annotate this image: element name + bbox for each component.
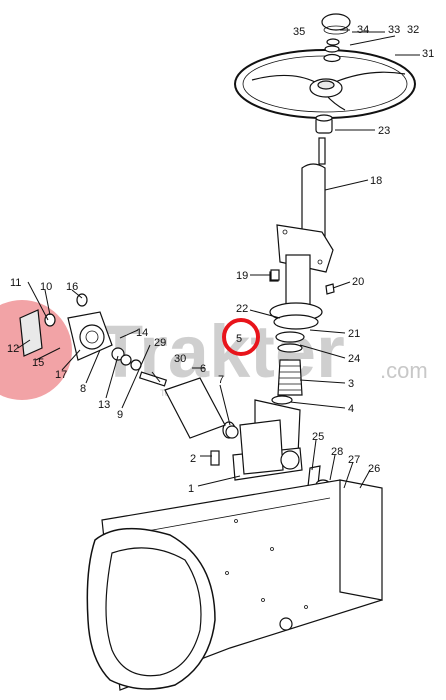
callout-12: 12	[7, 343, 19, 355]
callout-labels: 1 2 3 4 5 6 7 8 9 10 11 12 13 14 15 16 1…	[7, 24, 434, 495]
watermark-suffix: .com	[380, 358, 428, 383]
callout-11: 11	[10, 277, 21, 289]
leader-lines	[17, 29, 420, 489]
callout-8: 8	[80, 383, 86, 395]
callout-26: 26	[368, 463, 380, 475]
callout-31: 31	[422, 48, 434, 60]
highlight-ring	[222, 318, 260, 356]
callout-4: 4	[348, 403, 354, 415]
callout-13: 13	[98, 399, 110, 411]
callout-2: 2	[190, 453, 196, 465]
callout-16: 16	[66, 281, 78, 293]
callout-5: 5	[236, 333, 242, 345]
callout-30: 30	[174, 353, 186, 365]
callout-10: 10	[40, 281, 52, 293]
callout-17: 17	[55, 369, 67, 381]
callout-29: 29	[154, 337, 166, 349]
steering-column	[269, 114, 335, 314]
callout-32: 32	[407, 24, 419, 36]
steering-wheel	[234, 13, 416, 119]
callout-27: 27	[348, 454, 360, 466]
callout-15: 15	[32, 357, 44, 369]
callout-33: 33	[388, 24, 400, 36]
callout-35: 35	[293, 26, 305, 38]
watermark: Trakter .com Tegtalan	[0, 300, 428, 400]
callout-34: 34	[357, 24, 369, 36]
gear-stack	[269, 302, 323, 405]
callout-7: 7	[218, 374, 224, 386]
callout-14: 14	[136, 327, 148, 339]
callout-3: 3	[348, 378, 354, 390]
steering-gear-housing	[222, 399, 303, 481]
cover-assembly	[19, 293, 142, 371]
callout-28: 28	[331, 446, 343, 458]
callout-22: 22	[236, 303, 248, 315]
transmission-housing	[86, 479, 383, 691]
callout-21: 21	[348, 328, 360, 340]
bolts	[210, 269, 280, 466]
callout-25: 25	[312, 431, 324, 443]
callout-9: 9	[117, 409, 123, 421]
callout-24: 24	[348, 353, 360, 365]
worm-shaft-assembly	[138, 371, 239, 439]
callout-18: 18	[370, 175, 382, 187]
callout-6: 6	[200, 363, 206, 375]
callout-1: 1	[188, 483, 194, 495]
callout-19: 19	[236, 270, 248, 282]
callout-23: 23	[378, 125, 390, 137]
callout-20: 20	[352, 276, 364, 288]
